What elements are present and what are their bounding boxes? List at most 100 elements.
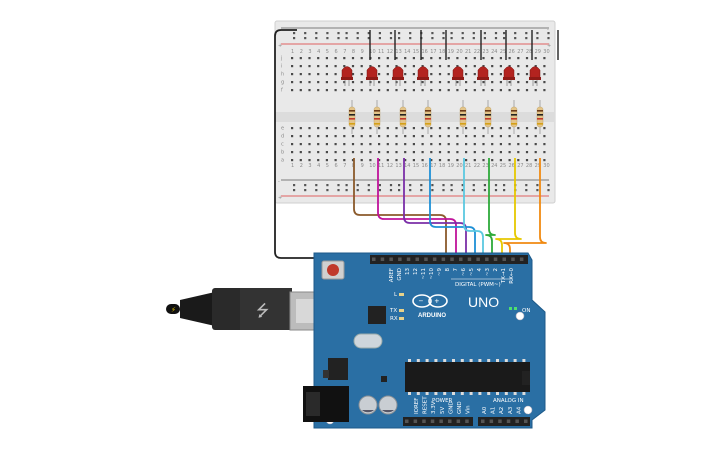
breadboard-hole [508, 143, 511, 146]
rail-hole [514, 37, 517, 40]
rail-hole [525, 189, 528, 192]
column-number: 15 [413, 163, 419, 169]
mounting-hole [515, 311, 525, 321]
column-number: 27 [517, 49, 523, 55]
rail-hole [345, 184, 348, 187]
row-letter: d [281, 134, 284, 140]
breadboard-hole [491, 151, 494, 154]
brand-label: ARDUINO [418, 313, 446, 319]
led-base [341, 77, 353, 80]
header-pin [476, 257, 480, 261]
resistor-band [511, 110, 517, 112]
rail-hole [293, 32, 296, 35]
chip-pin [522, 359, 526, 362]
rail-hole [367, 189, 370, 192]
breadboard-hole [465, 57, 468, 60]
breadboard-hole [499, 143, 502, 146]
breadboard-hole [430, 151, 433, 154]
rail-hole [293, 184, 296, 187]
led-base [503, 77, 515, 80]
breadboard-hole [369, 159, 372, 162]
breadboard-hole [360, 143, 363, 146]
breadboard-hole [508, 127, 511, 130]
rail-hole [461, 184, 464, 187]
breadboard-hole [473, 127, 476, 130]
rail-hole [472, 32, 475, 35]
breadboard-hole [499, 159, 502, 162]
rail-hole [389, 189, 393, 192]
usb-cable-strain [166, 304, 180, 314]
chip-pin [408, 359, 411, 362]
header-pin [422, 419, 426, 423]
rail-hole [536, 32, 539, 35]
breadboard-hole [395, 57, 398, 60]
column-number: 7 [343, 49, 346, 55]
column-number: 17 [430, 49, 436, 55]
breadboard-hole [299, 143, 302, 146]
breadboard-hole [438, 159, 442, 162]
breadboard-hole [291, 143, 294, 146]
column-number: 21 [465, 163, 471, 169]
rail-hole [356, 37, 359, 40]
breadboard-hole [465, 89, 468, 92]
resistor-band [511, 118, 517, 120]
breadboard-hole [343, 135, 346, 138]
breadboard-hole [447, 57, 450, 60]
breadboard-hole [291, 57, 294, 60]
resistor-band [485, 110, 491, 112]
led [417, 66, 429, 79]
rail-hole [450, 189, 453, 192]
power-pin-label: IOREF [414, 398, 420, 414]
breadboard-hole [343, 159, 346, 162]
breadboard-hole [386, 89, 389, 92]
breadboard-hole [517, 73, 520, 76]
breadboard-hole [473, 57, 476, 60]
header-pin [498, 419, 502, 423]
breadboard-hole [525, 65, 529, 68]
breadboard-hole [482, 135, 485, 138]
breadboard-hole [325, 89, 328, 92]
rail-hole [389, 184, 393, 187]
resistor-band [537, 123, 543, 125]
breadboard-hole [543, 159, 546, 162]
rail-hole [450, 184, 453, 187]
rail-hole [442, 32, 445, 35]
breadboard-hole [534, 127, 537, 130]
breadboard-hole [447, 159, 450, 162]
breadboard-hole [404, 73, 407, 76]
resistor [510, 106, 518, 128]
column-number: 11 [378, 49, 384, 55]
breadboard-hole [430, 135, 433, 138]
rail-hole [494, 184, 498, 187]
breadboard-hole [334, 159, 337, 162]
rail-hole [326, 184, 329, 187]
rail-hole [494, 37, 498, 40]
chip-pin [469, 359, 473, 362]
digital-pin-label: ~11 [421, 268, 427, 280]
breadboard-hole [447, 73, 450, 76]
capacitor [378, 395, 398, 415]
breadboard-hole [456, 127, 459, 130]
rail-hole [409, 189, 412, 192]
rail-hole [431, 189, 434, 192]
rail-hole [494, 189, 498, 192]
breadboard-hole [308, 81, 311, 84]
resistor-band [425, 114, 431, 116]
resistor-band [349, 118, 355, 120]
column-number: 13 [395, 163, 401, 169]
column-number: 5 [326, 163, 329, 169]
column-number: 1 [291, 163, 294, 169]
breadboard: +-+-+-jihgfedcba112233445566778899101011… [274, 20, 559, 204]
breadboard-hole [351, 127, 355, 130]
breadboard-hole [317, 89, 320, 92]
rail-plus-label: + [278, 195, 282, 201]
rail-plus-label: + [278, 43, 282, 49]
breadboard-hole [404, 135, 407, 138]
resistor-band [537, 118, 543, 120]
breadboard-hole [438, 127, 442, 130]
rail-hole [367, 37, 370, 40]
breadboard-hole [465, 81, 468, 84]
rail-hole [442, 184, 445, 187]
rail-hole [547, 37, 550, 40]
rail-hole [409, 37, 412, 40]
